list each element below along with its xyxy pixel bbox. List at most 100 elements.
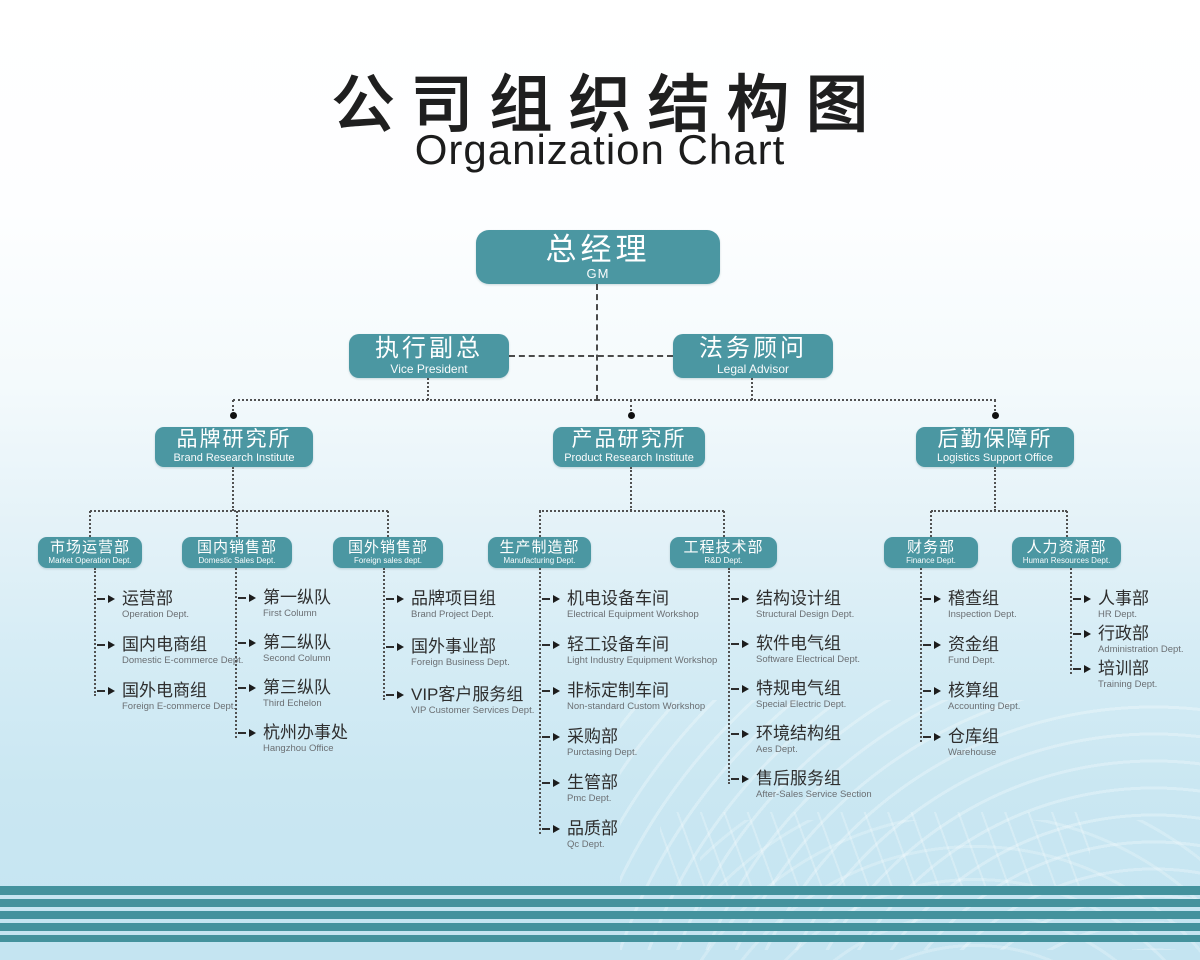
arrow-marker <box>923 589 943 609</box>
leaf-label-zh: 结构设计组 <box>756 589 841 608</box>
node-label-zh: 产品研究所 <box>571 428 687 452</box>
node-label-zh: 执行副总 <box>375 335 483 363</box>
arrow-marker <box>97 635 117 655</box>
node-dept-rd: 工程技术部 R&D Dept. <box>670 537 777 568</box>
node-label-en: R&D Dept. <box>704 555 743 565</box>
arrow-marker <box>731 589 751 609</box>
arrow-marker <box>1073 624 1093 644</box>
leaf-label-en: Light Industry Equipment Workshop <box>567 655 718 666</box>
leaf-label-zh: 国内电商组 <box>122 635 207 654</box>
node-label-en: Finance Dept. <box>906 555 956 565</box>
leaf-label-zh: 软件电气组 <box>756 634 841 653</box>
arrow-marker <box>542 589 562 609</box>
stripe <box>0 899 1200 907</box>
node-institute-product: 产品研究所 Product Research Institute <box>553 427 705 467</box>
leaf-label-zh: 第一纵队 <box>263 588 331 607</box>
connector-dept-drop <box>387 511 389 537</box>
leaf-label-en: Foreign E-commerce Dept. <box>122 701 237 712</box>
leaf-label-zh: 第三纵队 <box>263 678 331 697</box>
connector-institute-drop <box>630 467 632 511</box>
connector-leaf-rail <box>383 568 385 700</box>
leaf-label-zh: VIP客户服务组 <box>411 685 524 704</box>
connector-legal-drop <box>751 378 753 400</box>
connector-bullet <box>628 412 635 419</box>
arrow-marker <box>238 678 258 698</box>
leaf-label-zh: 品牌项目组 <box>411 589 496 608</box>
leaf-label-en: Software Electrical Dept. <box>756 654 861 665</box>
node-institute-brand: 品牌研究所 Brand Research Institute <box>155 427 313 467</box>
connector-dept-bus <box>931 510 1067 512</box>
connector-bullet <box>230 412 237 419</box>
leaf-label-en: Special Electric Dept. <box>756 699 847 710</box>
leaf-label-en: Non-standard Custom Workshop <box>567 701 706 712</box>
arrow-marker <box>238 588 258 608</box>
arrow-marker <box>542 819 562 839</box>
leaf-label-zh: 杭州办事处 <box>263 723 348 742</box>
connector-level3-bus <box>233 399 996 401</box>
leaf-label-en: Accounting Dept. <box>948 701 1021 712</box>
connector-institute-drop <box>994 467 996 511</box>
connector-stub <box>630 400 632 411</box>
leaf-label-zh: 培训部 <box>1098 659 1149 678</box>
connector-leaf-rail <box>728 568 730 784</box>
leaf-label-zh: 国外电商组 <box>122 681 207 700</box>
leaf-label-en: Hangzhou Office <box>263 743 334 754</box>
node-gm-label-en: GM <box>586 266 610 282</box>
arrow-marker <box>731 679 751 699</box>
connector-leaf-rail <box>1070 568 1072 674</box>
leaf-label-zh: 运营部 <box>122 589 173 608</box>
node-label-zh: 人力资源部 <box>1026 538 1107 556</box>
node-legal-advisor: 法务顾问 Legal Advisor <box>673 334 833 378</box>
leaf-label-zh: 人事部 <box>1098 589 1149 608</box>
node-gm: 总经理 GM <box>476 230 720 284</box>
leaf-label-en: VIP Customer Services Dept. <box>411 705 535 716</box>
leaf-label-zh: 第二纵队 <box>263 633 331 652</box>
leaf-label-zh: 资金组 <box>948 635 999 654</box>
stripe <box>0 935 1200 942</box>
connector-vp-drop <box>427 378 429 400</box>
node-dept-manufacturing: 生产制造部 Manufacturing Dept. <box>488 537 591 568</box>
leaf-label-zh: 采购部 <box>567 727 618 746</box>
leaf-label-en: Electrical Equipment Workshop <box>567 609 699 620</box>
leaf-label-en: Operation Dept. <box>122 609 190 620</box>
leaf-label-en: Brand Project Dept. <box>411 609 494 620</box>
node-label-zh: 财务部 <box>906 538 955 556</box>
connector-dept-bus <box>90 510 388 512</box>
connector-dept-drop <box>1066 511 1068 537</box>
arrow-marker <box>238 723 258 743</box>
node-gm-label-zh: 总经理 <box>545 231 651 267</box>
connector-dept-drop <box>723 511 725 537</box>
leaf-label-zh: 稽查组 <box>948 589 999 608</box>
stripe <box>0 886 1200 895</box>
arrow-marker <box>923 635 943 655</box>
leaf-label-zh: 品质部 <box>567 819 618 838</box>
connector-leaf-rail <box>94 568 96 696</box>
arrow-marker <box>542 635 562 655</box>
leaf-label-zh: 非标定制车间 <box>567 681 669 700</box>
node-label-en: Market Operation Dept. <box>48 555 132 565</box>
node-label-en: Human Resources Dept. <box>1022 555 1111 565</box>
node-label-zh: 市场运营部 <box>49 538 130 556</box>
leaf-label-en: Fund Dept. <box>948 655 995 666</box>
connector-advisors <box>509 355 673 357</box>
arrow-marker <box>731 769 751 789</box>
